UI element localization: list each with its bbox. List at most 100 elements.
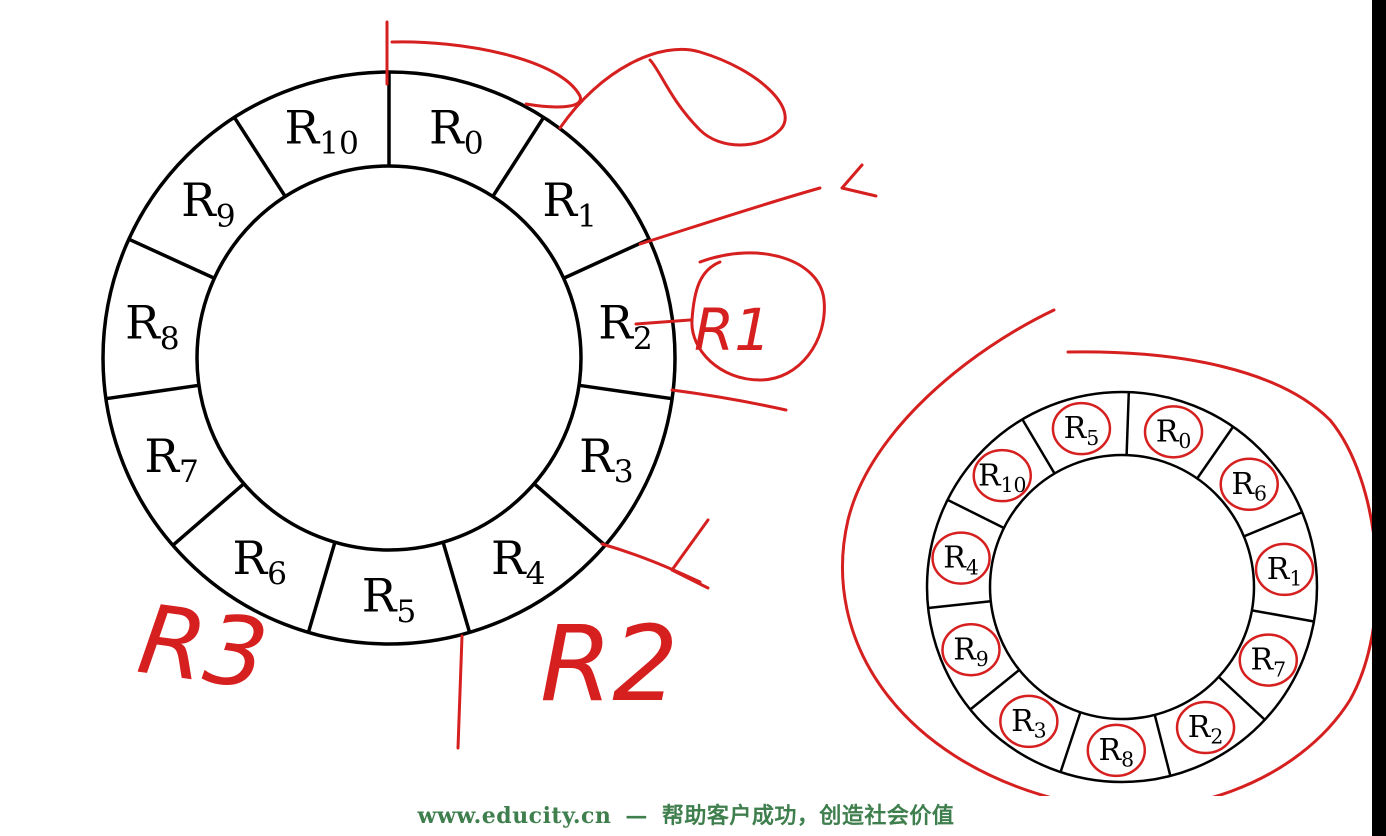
big-ring-sector-label-base: R bbox=[181, 173, 217, 227]
big-ring-divider bbox=[532, 482, 607, 547]
small-ring-sector-label-sub: 2 bbox=[1210, 725, 1223, 749]
ink-circle-sector-label bbox=[972, 448, 1032, 503]
screen-edge-bar bbox=[1372, 0, 1386, 836]
big-ring-divider bbox=[105, 383, 200, 401]
small-ring-sector-label: R5 bbox=[1064, 411, 1100, 450]
handwritten-annotations: R1 R3 R2 bbox=[132, 20, 1379, 811]
small-ring-divider bbox=[1153, 714, 1172, 777]
ink-circle-sector-label bbox=[1143, 405, 1204, 459]
big-ring-sector-label-sub: 7 bbox=[179, 454, 199, 490]
ink-outer-loop-small-ring bbox=[841, 308, 1379, 811]
small-ring-sector-label-sub: 6 bbox=[1254, 482, 1267, 506]
small-ring-sector-label-sub: 7 bbox=[1273, 657, 1286, 681]
big-ring-sector-label-base: R bbox=[579, 429, 615, 483]
small-ring-sector-label: R3 bbox=[1011, 704, 1047, 743]
ink-circle-sector-label bbox=[941, 622, 1001, 677]
big-ring-dividers bbox=[105, 72, 673, 633]
ink-bracket-r2-r3 bbox=[634, 318, 788, 412]
small-ring-outer-circle bbox=[925, 390, 1319, 784]
big-ring-sector-label-sub: 10 bbox=[319, 126, 359, 162]
big-ring-sector-label-sub: 0 bbox=[464, 126, 484, 162]
big-ring-sector-label: R2 bbox=[598, 296, 653, 357]
ink-handwritten-r1-text: R1 bbox=[694, 296, 771, 364]
small-ring-sector-label-sub: 9 bbox=[976, 647, 989, 671]
footer-slogan: 帮助客户成功，创造社会价值 bbox=[661, 803, 955, 829]
ink-circle-sector-label bbox=[1238, 633, 1299, 687]
big-ring-sector-label: R7 bbox=[144, 429, 199, 490]
small-ring-inner-circle bbox=[988, 453, 1256, 721]
big-ring-sector-label: R1 bbox=[542, 173, 597, 234]
ink-handwritten-r3-text: R3 bbox=[132, 583, 274, 712]
small-ring-sector-label-sub: 1 bbox=[1289, 567, 1302, 591]
big-ring-sector-label: R0 bbox=[429, 100, 484, 161]
small-ring-sector-label-base: R bbox=[1064, 411, 1088, 446]
small-ring-sector-label-sub: 0 bbox=[1178, 429, 1191, 453]
small-ring-sector-label: R6 bbox=[1231, 467, 1267, 506]
big-ring-sector-label: R10 bbox=[284, 100, 358, 161]
small-ring-divider bbox=[1243, 511, 1303, 538]
small-ring-sector-label: R4 bbox=[943, 541, 979, 580]
small-ring-sector-label-base: R bbox=[953, 632, 977, 667]
big-ring-sector-label-base: R bbox=[429, 100, 465, 154]
big-ring-sector-label-base: R bbox=[144, 429, 180, 483]
small-ring-sector-label-base: R bbox=[943, 541, 967, 576]
big-ring-sector-label-base: R bbox=[598, 296, 634, 350]
small-ring-divider bbox=[1196, 426, 1235, 480]
small-ring-divider bbox=[1125, 392, 1131, 456]
big-ring-sector-label: R6 bbox=[233, 531, 288, 592]
big-ring-divider bbox=[306, 541, 337, 633]
ink-handwritten-r1: R1 bbox=[694, 296, 771, 364]
big-ring-sector-label-base: R bbox=[542, 173, 578, 227]
small-ring-sector-label-sub: 5 bbox=[1086, 426, 1099, 450]
small-ring-sector-label: R8 bbox=[1099, 733, 1135, 772]
ink-k-mark-near-r4 bbox=[600, 518, 710, 590]
small-ring-sector-label: R10 bbox=[978, 458, 1027, 497]
big-ring-sector-label: R4 bbox=[491, 531, 546, 592]
big-ring-sector-label: R5 bbox=[362, 569, 417, 630]
big-ring-divider bbox=[232, 116, 287, 198]
ink-circles-small-ring bbox=[931, 401, 1315, 778]
big-ring-divider bbox=[578, 383, 673, 401]
big-ring-sector-label-base: R bbox=[491, 531, 527, 585]
ink-circle-sector-label bbox=[1175, 700, 1236, 755]
big-ring-sector-label-sub: 2 bbox=[633, 321, 653, 357]
small-ring-sector-label-sub: 4 bbox=[966, 555, 979, 579]
small-ring-sector-label-base: R bbox=[978, 458, 1002, 493]
big-ring-sector-label-sub: 6 bbox=[267, 556, 287, 592]
small-ring-sector-label: R2 bbox=[1188, 710, 1224, 749]
ink-top-pointer-loop bbox=[385, 20, 787, 147]
big-ring-sector-label: R9 bbox=[181, 173, 236, 234]
small-ring-sector-label-base: R bbox=[1188, 710, 1212, 745]
big-ring-sector-label-base: R bbox=[233, 531, 269, 585]
small-ring-divider bbox=[946, 498, 1005, 530]
ink-circle-sector-label bbox=[931, 531, 991, 585]
small-ring-divider bbox=[927, 599, 991, 610]
footer-banner: www.educity.cn—帮助客户成功，创造社会价值 bbox=[0, 796, 1372, 836]
big-ring-divider bbox=[171, 482, 246, 547]
ink-circle-sector-label bbox=[1219, 457, 1279, 512]
ink-circle-around-r1 bbox=[690, 251, 826, 382]
small-ring-sector-label-base: R bbox=[1011, 704, 1035, 739]
small-ring-divider bbox=[1217, 675, 1266, 721]
ink-vertical-line-bottom bbox=[456, 634, 464, 750]
big-ring-sector-label-sub: 3 bbox=[614, 454, 634, 490]
big-ring-sector-label-sub: 1 bbox=[577, 198, 597, 234]
ink-arrow-near-r1 bbox=[638, 163, 878, 246]
ink-handwritten-r2-text: R2 bbox=[540, 603, 678, 725]
small-ring-sector-label-sub: 3 bbox=[1034, 719, 1047, 743]
big-ring-inner-circle bbox=[195, 164, 583, 552]
big-ring-sector-label-base: R bbox=[125, 296, 161, 350]
big-ring-divider bbox=[128, 237, 216, 280]
big-ring-divider bbox=[441, 541, 472, 633]
small-ring-sector-label-sub: 8 bbox=[1121, 748, 1134, 772]
ink-circle-sector-label bbox=[1254, 542, 1315, 597]
small-ring-sector-label-base: R bbox=[1099, 733, 1123, 768]
ink-circle-sector-label bbox=[999, 694, 1059, 749]
big-ring-sector-label: R8 bbox=[125, 296, 180, 357]
big-ring-sector-label-sub: 4 bbox=[526, 556, 546, 592]
